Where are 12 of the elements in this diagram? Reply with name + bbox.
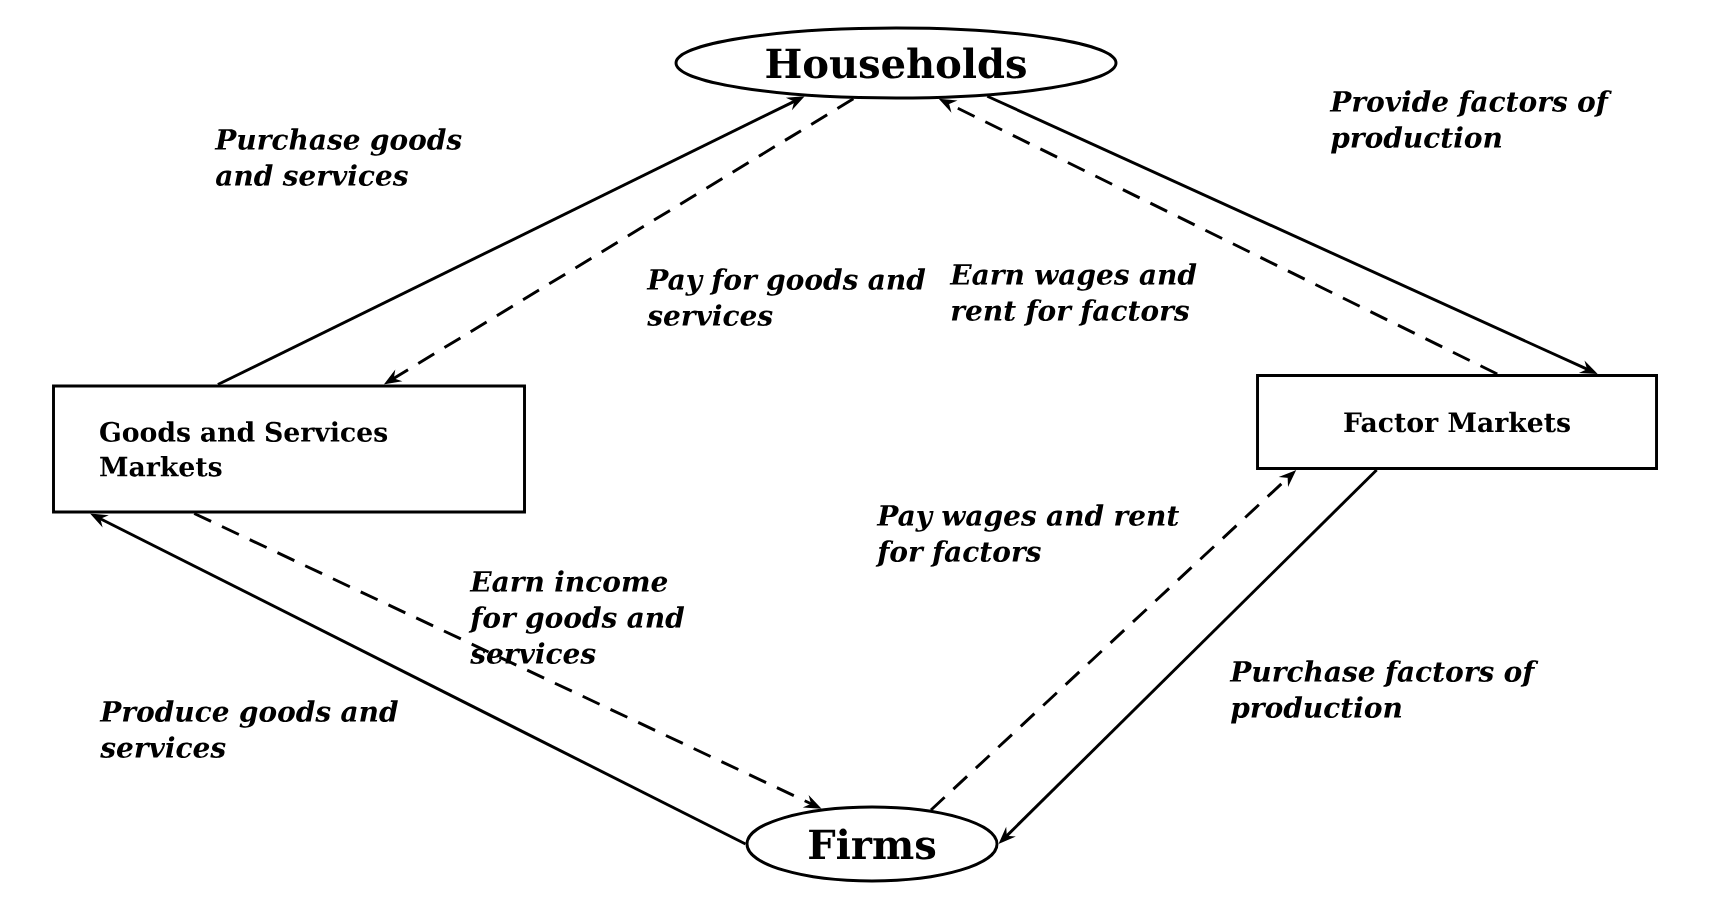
oval-node: Firms bbox=[745, 805, 999, 883]
market-box: Goods and Services Markets bbox=[52, 384, 526, 514]
edge-label: Earn wages and rent for factors bbox=[949, 263, 1197, 326]
edge-label: Earn income for goods and services bbox=[468, 570, 685, 664]
edge-label: Pay for goods and services bbox=[646, 268, 926, 326]
edge-label: Purchase goods and services bbox=[214, 128, 462, 186]
oval-node: Households bbox=[674, 26, 1118, 100]
edge-label: Produce goods and services bbox=[99, 700, 398, 758]
market-box: Factor Markets bbox=[1256, 374, 1658, 470]
edge-label: Purchase factors of production bbox=[1229, 660, 1539, 724]
edge-label: Provide factors of production bbox=[1329, 90, 1612, 154]
edge-label: Pay wages and rent for factors bbox=[875, 504, 1180, 567]
